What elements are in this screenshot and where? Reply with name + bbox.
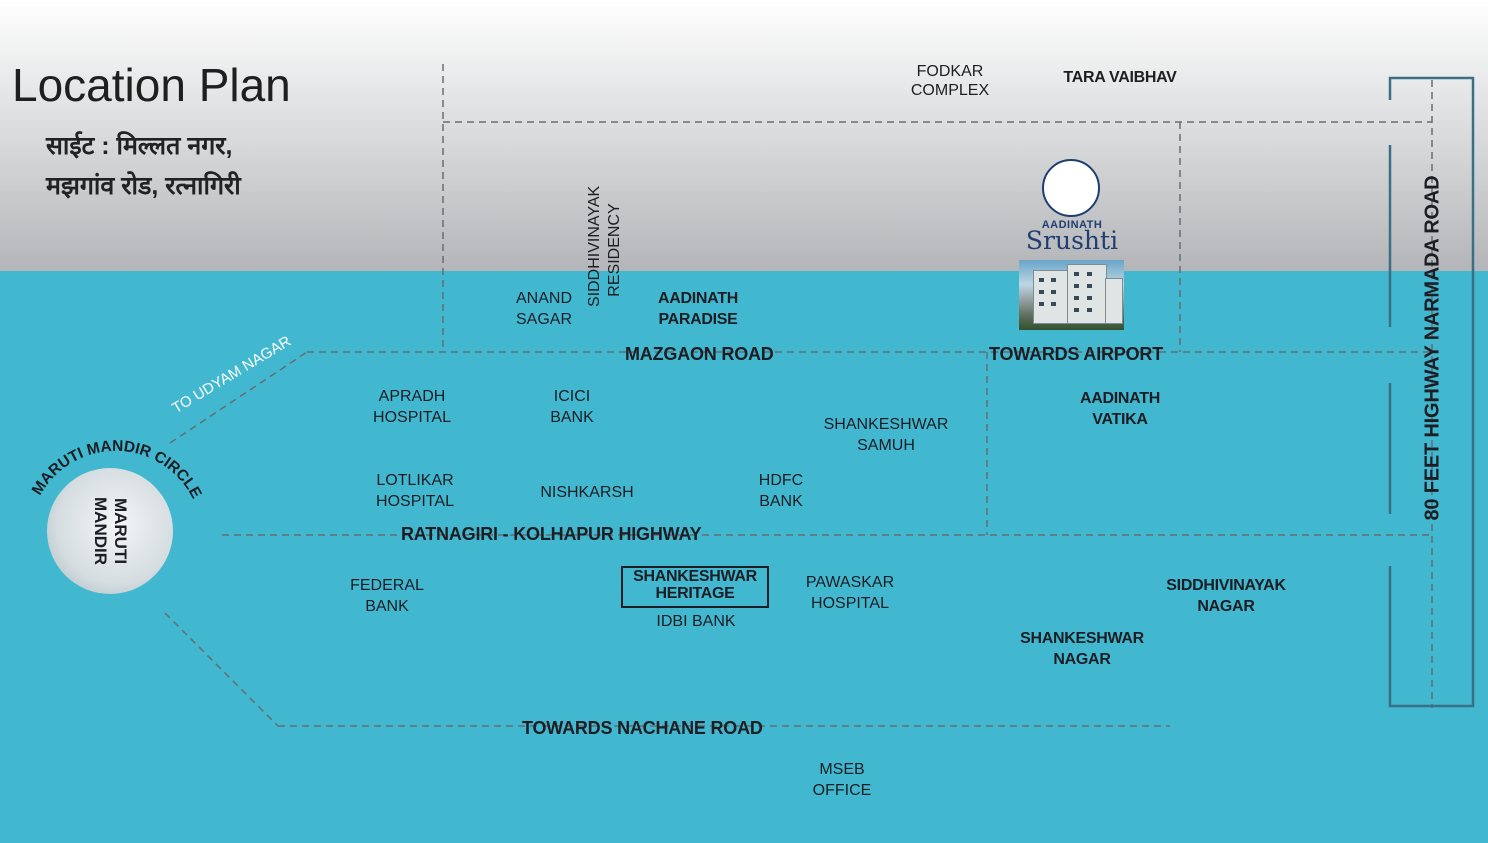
project-building-photo <box>1019 260 1124 330</box>
nishkarsh-label: NISHKARSH <box>540 484 634 501</box>
idbi-bank-label: IDBI BANK <box>656 613 736 630</box>
project-brand-name: Srushti <box>1025 226 1119 255</box>
highway-outer-border <box>1388 76 1475 708</box>
page-title: Location Plan <box>12 59 291 111</box>
ratnagiri-kolhapur-highway-label: RATNAGIRI - KOLHAPUR HIGHWAY <box>401 524 702 544</box>
towards-nachane-road-label: TOWARDS NACHANE ROAD <box>522 718 763 738</box>
project-logo-circle <box>1042 159 1100 217</box>
shankeshwar-heritage-box <box>621 566 769 608</box>
site-address-line2: मझगांव रोड, रत्नागिरी <box>46 172 241 200</box>
upper-grey-area <box>0 0 1488 271</box>
road-line-nachane-diagonal <box>164 612 279 727</box>
mazgaon-road-label: MAZGAON ROAD <box>625 344 774 364</box>
narmada-road-label: 80 FEET HIGHWAY NARMADA ROAD <box>1421 175 1444 521</box>
road-line-udyam <box>169 351 308 444</box>
lower-blue-area <box>0 271 1488 843</box>
maruti-mandir-circle <box>47 468 173 594</box>
tara-vaibhav-label: TARA VAIBHAV <box>1063 69 1177 86</box>
towards-airport-label: TOWARDS AIRPORT <box>989 344 1164 364</box>
project-brand-small: AADINATH <box>1041 219 1103 231</box>
site-address-line1: साईट : मिल्लत नगर, <box>46 132 233 160</box>
